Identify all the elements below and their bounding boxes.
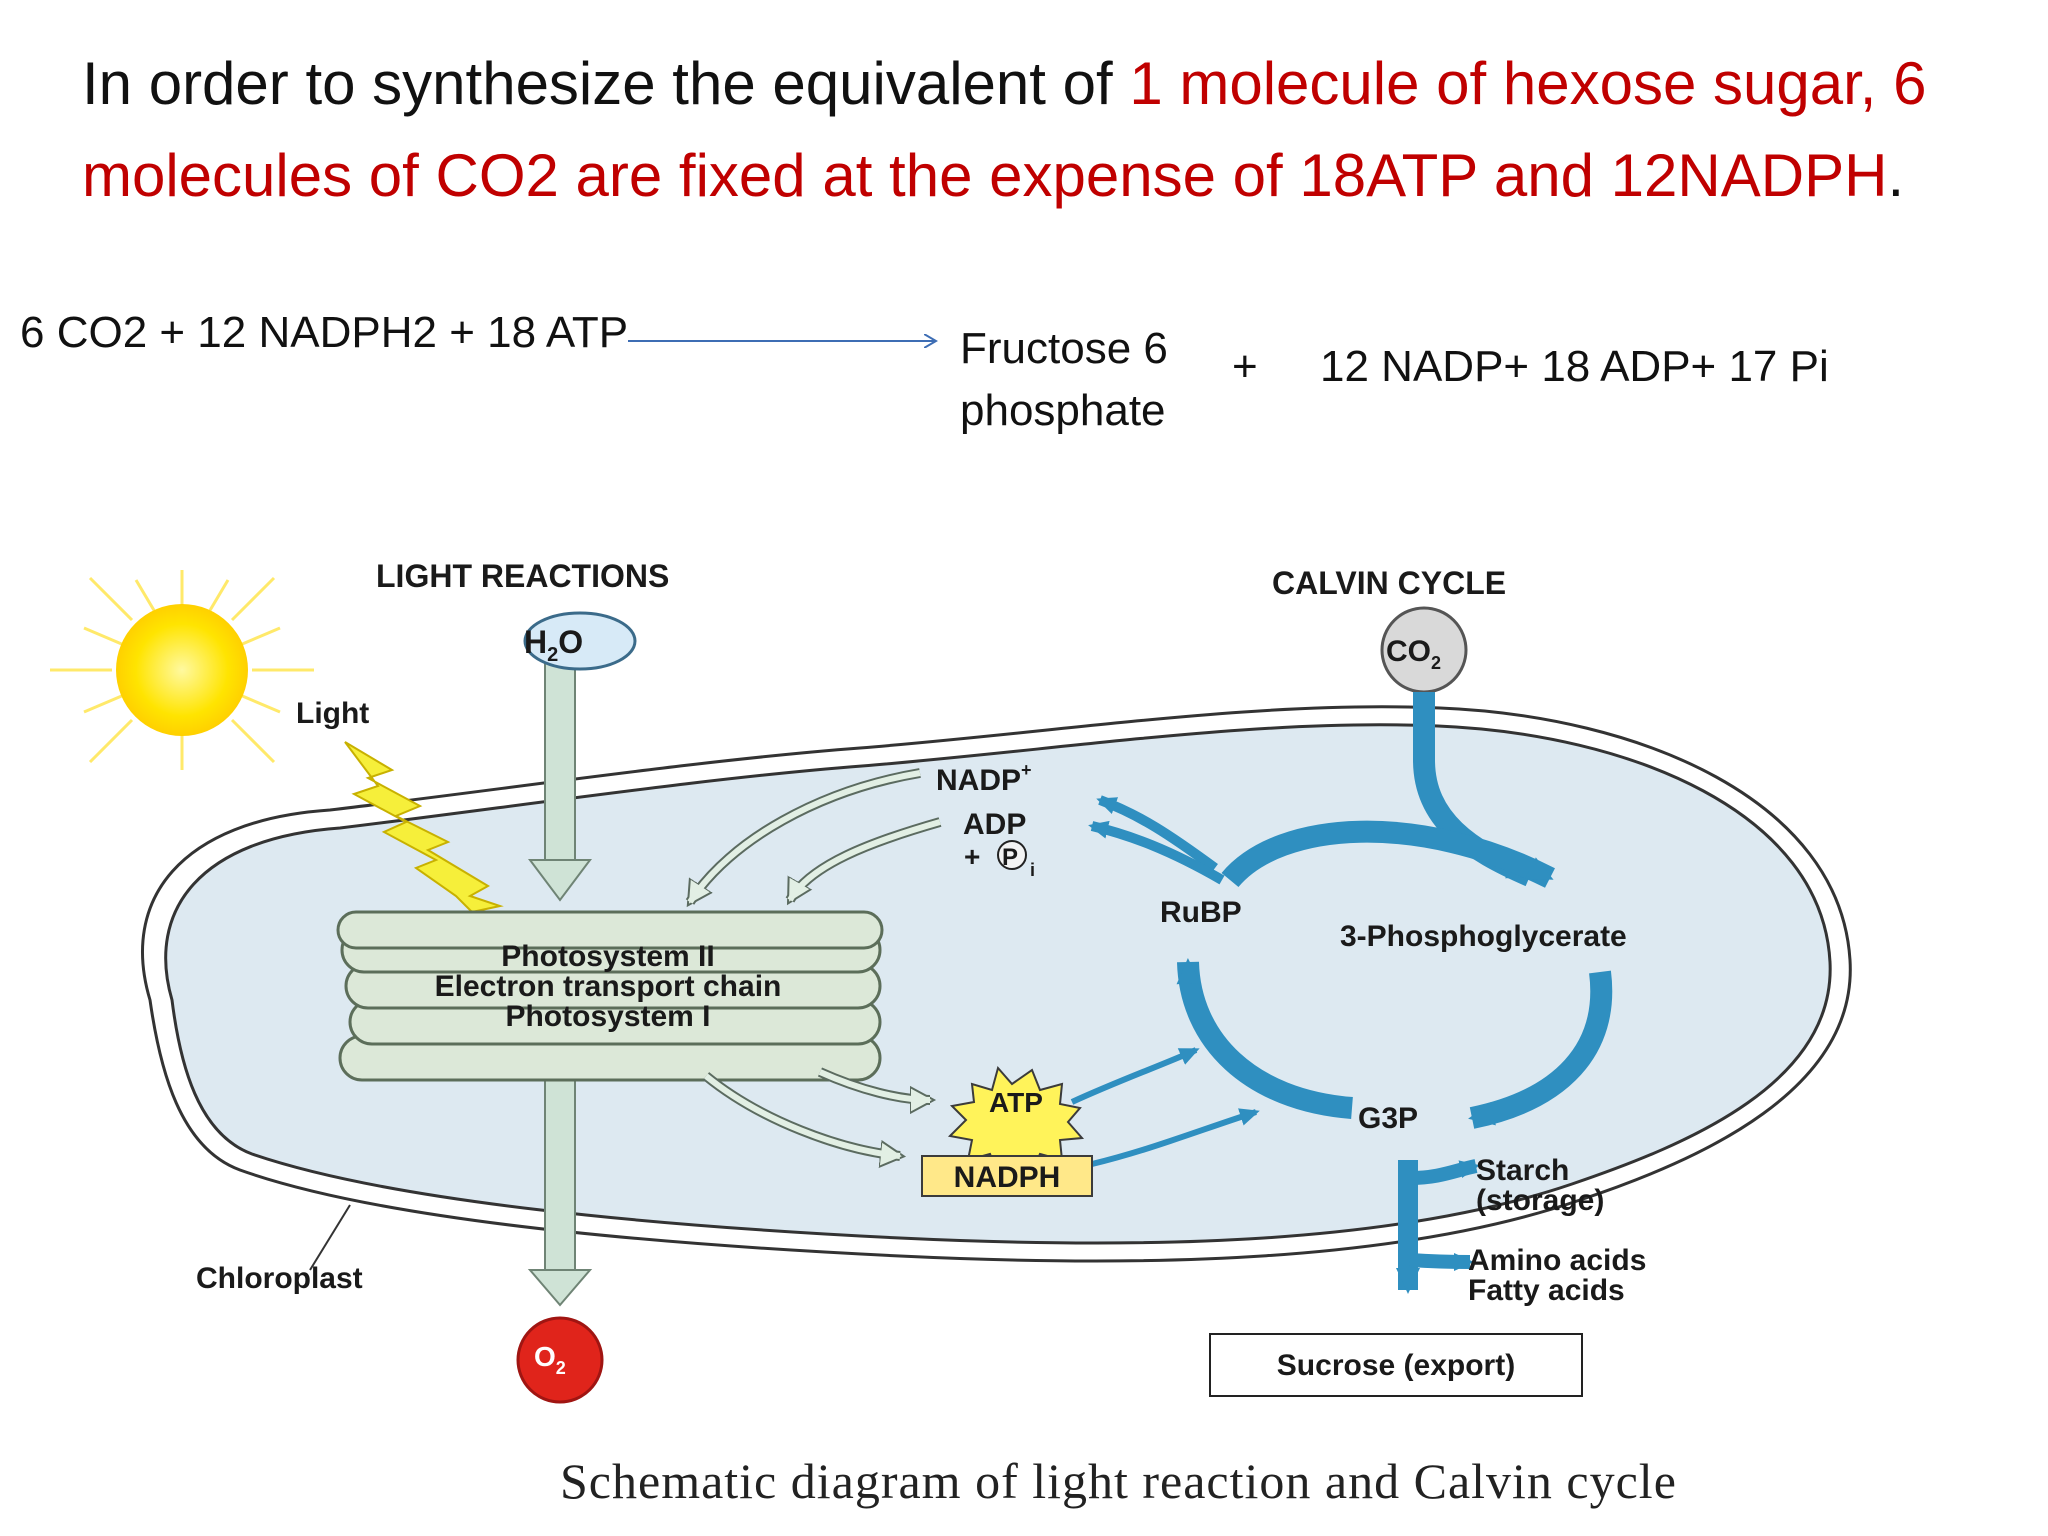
equation-plus: + [1232, 342, 1258, 391]
light-reactions-title: LIGHT REACTIONS [376, 558, 669, 594]
pi-circle-label: P [1002, 844, 1018, 871]
equation-reactants: 6 CO2 + 12 NADPH2 + 18 ATP [20, 308, 629, 357]
photosystem-i-label: Photosystem I [505, 1000, 710, 1033]
headline-end: . [1887, 142, 1905, 209]
figure-caption: Schematic diagram of light reaction and … [560, 1453, 1677, 1509]
electron-transport-chain-label: Electron transport chain [435, 970, 782, 1003]
adp-label: ADP [963, 808, 1026, 841]
headline-intro: In order to synthesize the equivalent of [82, 50, 1130, 117]
sun-icon [50, 570, 314, 770]
light-bolt-icon [344, 741, 504, 914]
amino-acids-label: Amino acids [1468, 1244, 1646, 1277]
storage-label: (storage) [1476, 1184, 1604, 1217]
atp-label: ATP [989, 1087, 1043, 1118]
water-label: H2O [524, 624, 583, 666]
calvin-cycle-title: CALVIN CYCLE [1272, 565, 1506, 601]
co2-label: CO2 [1386, 635, 1441, 673]
oxygen-node [516, 1316, 604, 1404]
headline-highlight: 1 molecule of hexose sugar, 6 molecules … [82, 50, 1927, 209]
fatty-acids-label: Fatty acids [1468, 1274, 1625, 1307]
oxygen-flow-arrow [527, 1069, 593, 1307]
sucrose-label: Sucrose (export) [1277, 1349, 1515, 1382]
water-flow-arrow [528, 659, 592, 902]
photosystem-ii-label: Photosystem II [501, 940, 714, 973]
equation-product-line2: phosphate [960, 386, 1166, 435]
nadph-box [921, 1155, 1093, 1197]
o2-label: O2 [534, 1341, 566, 1378]
nadp-plus-label: NADP+ [936, 760, 1032, 797]
sucrose-box [1209, 1333, 1583, 1397]
phosphate-circle-icon [997, 840, 1027, 870]
rubp-label: RuBP [1160, 896, 1242, 929]
calvin-cycle-arrows [1070, 692, 1613, 1294]
chloroplast-pointer [309, 1204, 351, 1271]
pi-subscript: i [1030, 860, 1035, 880]
headline: In order to synthesize the equivalent of… [82, 38, 2012, 222]
nadph-label: NADPH [954, 1161, 1061, 1194]
chloroplast-label: Chloroplast [196, 1262, 363, 1295]
3-phosphoglycerate-label: 3-Phosphoglycerate [1340, 920, 1627, 953]
thylakoid-stack [336, 910, 884, 1082]
equation-product-line1: Fructose 6 [960, 324, 1168, 373]
chloroplast-stroma [164, 723, 1832, 1245]
starch-label: Starch [1476, 1154, 1569, 1187]
pi-plus-label: + [964, 841, 980, 872]
water-node [523, 611, 637, 671]
light-label: Light [296, 697, 369, 730]
g3p-label: G3P [1358, 1102, 1418, 1135]
equation-product2: 12 NADP+ 18 ADP+ 17 Pi [1320, 342, 1829, 391]
